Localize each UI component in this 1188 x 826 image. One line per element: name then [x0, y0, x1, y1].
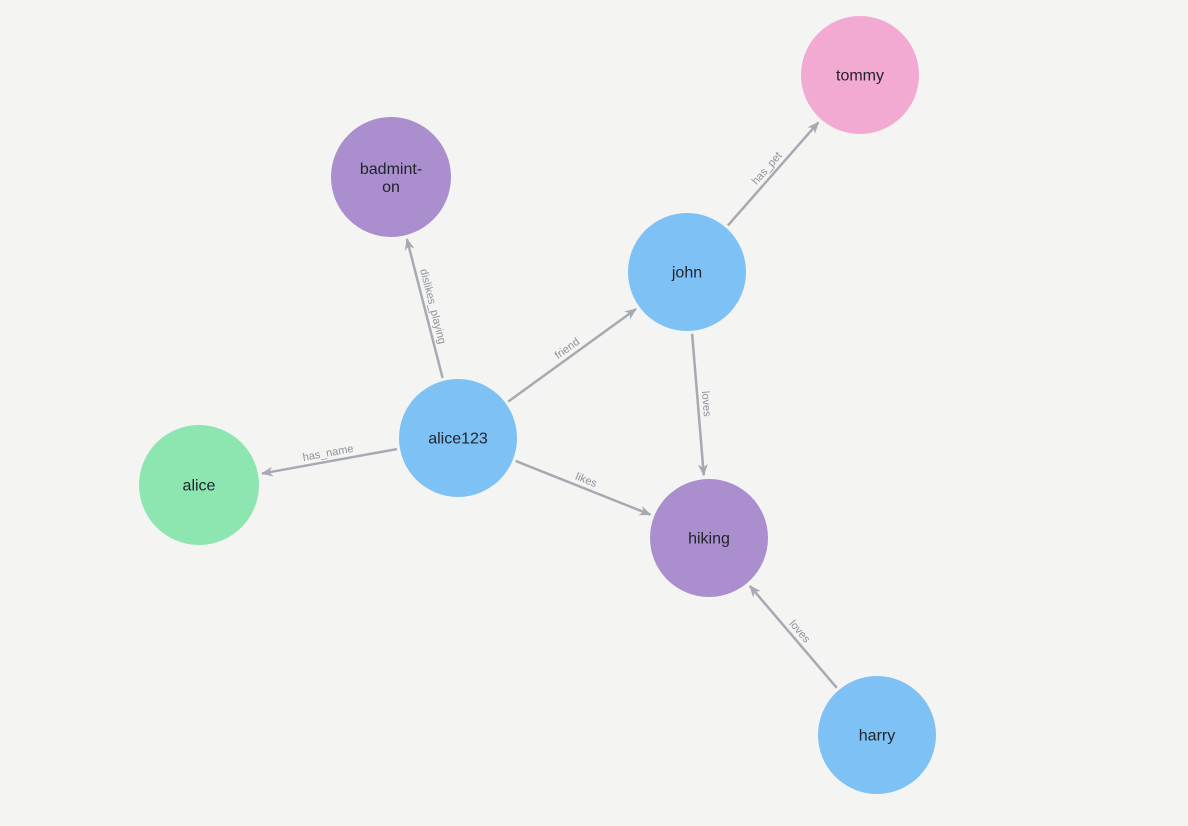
edge-line[interactable]	[404, 238, 444, 379]
edge-line[interactable]	[507, 307, 637, 403]
node-circle[interactable]	[801, 16, 919, 134]
node-circle[interactable]	[399, 379, 517, 497]
nodes-layer: tommy badmint-on john alice123 alice hiking ha…	[139, 16, 936, 794]
node-circle[interactable]	[139, 425, 259, 545]
edge-alice123-john: friend	[507, 307, 637, 403]
edge-line[interactable]	[726, 121, 820, 227]
node-circle[interactable]	[331, 117, 451, 237]
node-tommy: tommy	[801, 16, 919, 134]
node-circle[interactable]	[818, 676, 936, 794]
node-alice123: alice123	[399, 379, 517, 497]
node-alice: alice	[139, 425, 259, 545]
edge-john-tommy: has_pet	[726, 121, 820, 227]
node-circle[interactable]	[628, 213, 746, 331]
edge-alice123-alice: has_name	[260, 443, 398, 477]
edge-line[interactable]	[748, 585, 838, 689]
node-harry: harry	[818, 676, 936, 794]
node-circle[interactable]	[650, 479, 768, 597]
edge-harry-hiking: loves	[748, 585, 838, 689]
edge-john-hiking: loves	[690, 333, 713, 477]
edge-label: loves	[699, 391, 713, 418]
edge-alice123-badminton: dislikes_playing	[404, 238, 448, 379]
edge-line[interactable]	[690, 333, 708, 477]
node-badminton: badmint-on	[331, 117, 451, 237]
edge-label: likes	[574, 471, 599, 490]
node-john: john	[628, 213, 746, 331]
edge-line[interactable]	[515, 459, 652, 516]
edge-alice123-hiking: likes	[515, 459, 652, 516]
edge-line[interactable]	[260, 447, 398, 477]
node-hiking: hiking	[650, 479, 768, 597]
